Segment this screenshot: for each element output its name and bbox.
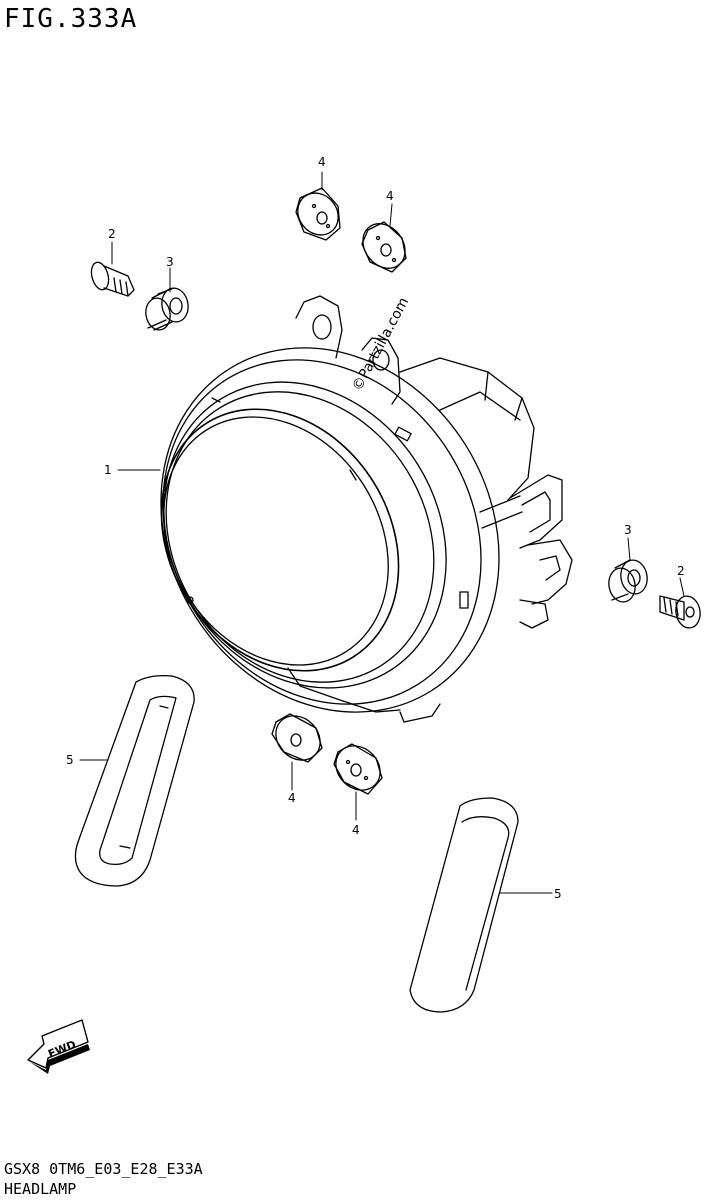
grommet-top-left[interactable]: [289, 185, 346, 243]
model-code: GSX8 0TM6_E03_E28_E33A: [4, 1160, 203, 1178]
diagram-title: HEADLAMP: [4, 1180, 77, 1198]
figure-title: FIG.333A: [4, 4, 138, 34]
headlamp-assembly[interactable]: [94, 284, 573, 776]
callout-5-left: 5: [66, 753, 74, 767]
callout-2-right: 2: [677, 564, 685, 578]
callout-2-left: 2: [108, 227, 116, 241]
screw-right[interactable]: [659, 594, 703, 630]
seal-left[interactable]: [74, 674, 195, 887]
callout-1: 1: [104, 463, 112, 477]
leader-lines: [79, 171, 685, 894]
screw-left[interactable]: [89, 260, 135, 297]
grommet-top-right[interactable]: [354, 215, 413, 276]
collar-right[interactable]: [606, 558, 650, 604]
grommet-bottom-right[interactable]: [327, 737, 389, 799]
callout-4-bottom-left: 4: [288, 791, 296, 805]
seal-right[interactable]: [409, 797, 519, 1013]
callout-numbers: 1 2 2 3 3 4 4 4 4 5 5: [66, 155, 685, 901]
callout-4-bottom-right: 4: [352, 823, 360, 837]
fwd-arrow: FWD: [27, 1019, 90, 1074]
callout-3-right: 3: [624, 523, 632, 537]
callout-4-top-left: 4: [318, 155, 326, 169]
callout-5-right: 5: [554, 887, 562, 901]
callout-3-left: 3: [166, 255, 174, 269]
grommet-bottom-left[interactable]: [267, 707, 329, 769]
collar-left[interactable]: [143, 286, 190, 332]
callout-4-top-right: 4: [386, 189, 394, 203]
